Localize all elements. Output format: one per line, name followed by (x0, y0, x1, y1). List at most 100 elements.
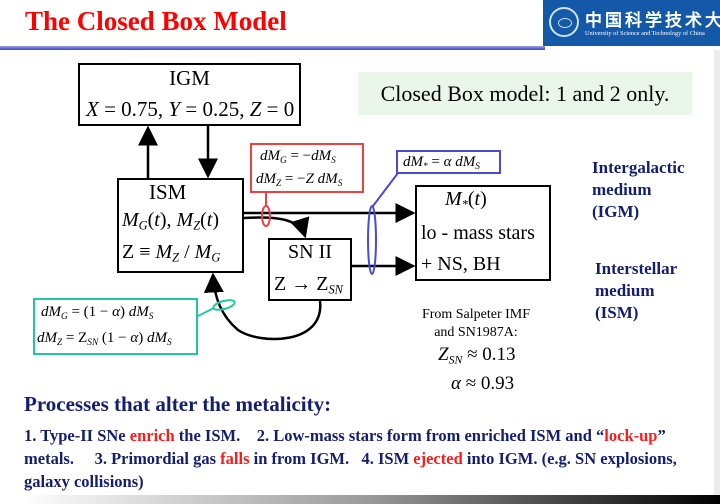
equation-part: dM (403, 154, 423, 170)
equation-part: dM (128, 304, 149, 320)
title-divider (0, 46, 545, 50)
red-flow-marker (261, 205, 271, 227)
teal-equation-note: dMG = (1 − α) dMS dMZ = ZSN (1 − α) dMS (33, 298, 198, 355)
equation-part: G (61, 311, 68, 322)
equation-part: M (194, 241, 212, 263)
stars-box: M*(t) lo - mass stars + NS, BH (415, 185, 551, 281)
equation-part: S (167, 337, 172, 348)
closed-box-note: Closed Box model: 1 and 2 only. (358, 72, 692, 115)
ism-metallicity-equation: Z ≡ MZ / MG (122, 241, 220, 264)
equation-part: α (451, 373, 461, 394)
equation-part: M (122, 209, 139, 231)
equation-part: = Z (62, 330, 88, 346)
process-1-highlight: enrich (129, 426, 175, 445)
equation-part: ≈ 0.13 (462, 344, 516, 365)
equation-part: ( (467, 188, 475, 210)
equation-part: Z (193, 218, 201, 233)
equation-part: SN (87, 337, 99, 348)
process-1: 1. Type-II SNe (24, 426, 130, 445)
equation-part: ) (138, 330, 147, 346)
equation-part: G (280, 155, 287, 166)
equation-part: ) (480, 188, 487, 210)
process-1-end: the ISM. (174, 426, 241, 445)
equation-part: X (86, 97, 99, 121)
processes-heading: Processes that alter the metalicity: (24, 392, 332, 416)
ism-label-line: (ISM) (595, 303, 639, 322)
equation-part: α (112, 304, 121, 320)
process-4-end: into IGM. (e.g. SN explosions, galaxy co… (24, 449, 677, 491)
equation-part: t (474, 188, 481, 210)
equation-part: = − (281, 171, 306, 187)
process-2: 2. Low-mass stars form from enriched ISM… (256, 426, 605, 445)
equation-part: Z ≡ (122, 241, 156, 263)
ism-label-line: Interstellar (595, 259, 678, 278)
blue-flow-marker (367, 205, 377, 275)
ism-side-label: Interstellar medium (ISM) (595, 258, 677, 324)
ism-label-line: medium (595, 281, 655, 300)
igm-label-line: (IGM) (592, 202, 640, 221)
equation-part: ( (147, 209, 155, 231)
teal-eq-1: dMG = (1 − α) dMS (41, 304, 153, 321)
process-2-end: ” metals. (24, 426, 666, 468)
equation-part: G (138, 218, 148, 233)
equation-part: t (206, 209, 213, 231)
equation-part: ≈ 0.93 (460, 373, 515, 394)
slide-title: The Closed Box Model (25, 6, 287, 36)
arrow-ism-to-sn (243, 216, 310, 239)
igm-side-label: Intergalactic medium (IGM) (592, 157, 685, 223)
ism-box: ISM MG(t), MZ(t) Z ≡ MZ / MG (117, 178, 244, 273)
seal-icon (549, 7, 579, 37)
equation-part: Y (168, 97, 181, 121)
teal-eq-2: dMZ = ZSN (1 − α) dMS (37, 330, 172, 347)
equation-part: ) (212, 209, 220, 231)
stars-line-2: + NS, BH (421, 253, 501, 275)
process-4: 4. ISM (361, 449, 414, 468)
equation-part: Z (172, 250, 180, 265)
equation-part: Z (276, 178, 282, 189)
equation-part: S (337, 178, 343, 189)
equation-part: Z dM (305, 171, 338, 187)
university-logo: 中国科学技术大学 University of Science and Techn… (543, 0, 720, 46)
arrow-sn-to-ism (203, 272, 322, 341)
equation-part: ), (159, 209, 177, 231)
ism-mass-equation: MG(t), MZ(t) (122, 209, 219, 232)
equation-part: = − (286, 148, 312, 164)
equation-part: S (475, 161, 480, 172)
alpha-value: α ≈ 0.93 (451, 373, 514, 395)
sn-ii-box: SN II Z → ZSN (268, 238, 352, 301)
ism-heading: ISM (149, 180, 187, 204)
igm-box: IGM X = 0.75, Y = 0.25, Z = 0 (78, 63, 301, 126)
igm-label-line: Intergalactic (592, 158, 685, 177)
process-3-end: in from IGM. (249, 449, 350, 468)
teal-flow-marker (212, 299, 236, 311)
logo-english-name: University of Science and Technology of … (585, 30, 705, 37)
equation-part: α (130, 330, 139, 346)
equation-part: G (211, 250, 221, 265)
equation-part: Z (249, 97, 262, 121)
equation-part: dM (256, 171, 276, 187)
logo-chinese-name: 中国科学技术大学 (585, 11, 720, 31)
blue-eq-1: dM* = α dMS (403, 154, 480, 171)
red-equation-note: dMG = −dMS dMZ = −Z dMS (250, 143, 364, 193)
stars-line-1: lo - mass stars (421, 222, 535, 244)
equation-part: (1 − (98, 330, 131, 346)
sn-yield-equation: Z → ZSN (274, 273, 343, 296)
equation-part: Z (438, 344, 449, 365)
equation-part: / (179, 241, 195, 263)
process-4-highlight: ejected (413, 449, 463, 468)
sn-heading: SN II (288, 241, 332, 263)
equation-part: Z (57, 337, 63, 348)
equation-part: * (461, 197, 468, 212)
equation-part: = (427, 154, 444, 170)
stars-mass-equation: M*(t) (445, 188, 487, 211)
red-eq-2: dMZ = −Z dMS (256, 171, 342, 188)
equation-part: α dM (443, 154, 476, 170)
equation-part: dM (37, 330, 57, 346)
equation-part: Z (316, 273, 329, 295)
equation-part: dM (41, 304, 61, 320)
footer-gradient-bar (20, 495, 720, 504)
equation-part: = 0.75, (98, 97, 169, 121)
processes-list: 1. Type-II SNe enrich the ISM. 2. Low-ma… (24, 424, 714, 493)
imf-line-1: From Salpeter IMF (421, 307, 531, 322)
